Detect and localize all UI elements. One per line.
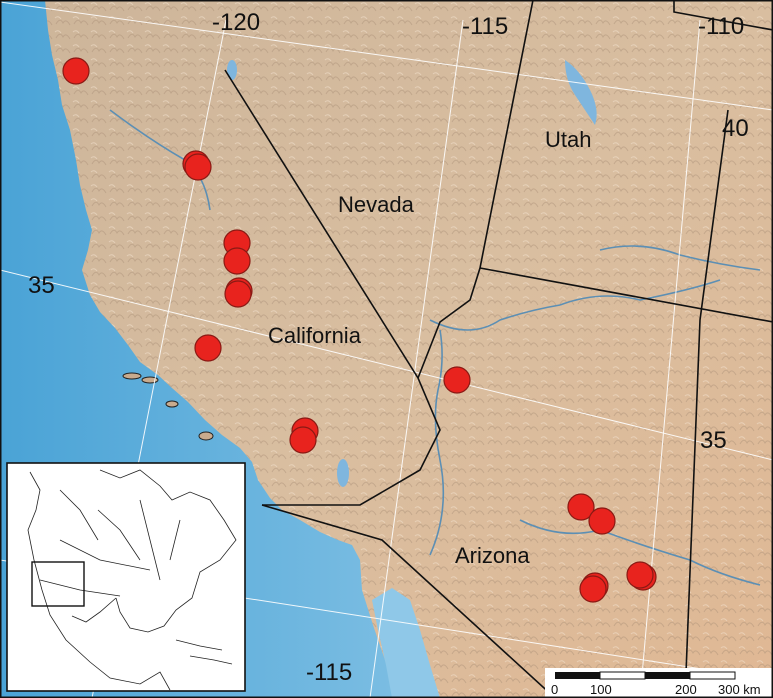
great-salt-lake xyxy=(565,60,597,125)
salton-sea xyxy=(337,459,349,487)
region-label-utah: Utah xyxy=(545,127,591,152)
graticule-label-lat-35-right: 35 xyxy=(700,427,727,454)
inset-map xyxy=(6,462,246,692)
region-labels: Nevada Utah California Arizona xyxy=(268,127,591,568)
occurrence-point xyxy=(588,507,616,535)
graticule-label-lon-110: -110 xyxy=(698,13,744,40)
graticule-label-lat-40: 40 xyxy=(722,115,749,142)
scale-bar-segment-1 xyxy=(555,672,600,679)
occurrence-point xyxy=(224,280,252,308)
graticule-label-lon-115-top: -115 xyxy=(462,13,508,40)
inset-coastline xyxy=(27,469,237,691)
lake-tahoe xyxy=(227,60,237,80)
occurrence-point xyxy=(289,426,317,454)
graticule-label-lon-115-bottom: -115 xyxy=(306,659,352,686)
region-label-arizona: Arizona xyxy=(455,543,530,568)
region-label-nevada: Nevada xyxy=(338,192,415,217)
channel-islands xyxy=(122,372,214,441)
scale-tick-200: 200 xyxy=(675,682,697,697)
inset-extent-box xyxy=(31,561,85,607)
occurrence-point xyxy=(184,153,212,181)
scale-tick-0: 0 xyxy=(551,682,558,697)
occurrence-point xyxy=(223,247,251,275)
gulf-of-california xyxy=(372,588,440,698)
inset-frame xyxy=(6,462,246,692)
occurrence-point xyxy=(626,561,654,589)
region-label-california: California xyxy=(268,323,362,348)
scale-bar-segment-4 xyxy=(689,671,736,680)
occurrence-point xyxy=(194,334,222,362)
occurrence-markers xyxy=(62,57,657,603)
scale-bar: 0 100 200 300 km xyxy=(545,668,773,698)
graticule-label-lat-35-left: 35 xyxy=(28,272,55,299)
occurrence-point xyxy=(567,493,595,521)
occurrence-point xyxy=(443,366,471,394)
graticule-label-lon-120: -120 xyxy=(212,9,260,36)
graticule-labels: -120 -115 -110 40 35 35 -115 xyxy=(28,9,749,686)
state-borders xyxy=(224,0,773,698)
scale-tick-100: 100 xyxy=(590,682,612,697)
occurrence-point xyxy=(62,57,90,85)
occurrence-point xyxy=(579,575,607,603)
scale-tick-300: 300 km xyxy=(718,682,761,697)
scale-bar-segment-3 xyxy=(645,672,690,679)
scale-bar-segment-2 xyxy=(599,671,646,680)
